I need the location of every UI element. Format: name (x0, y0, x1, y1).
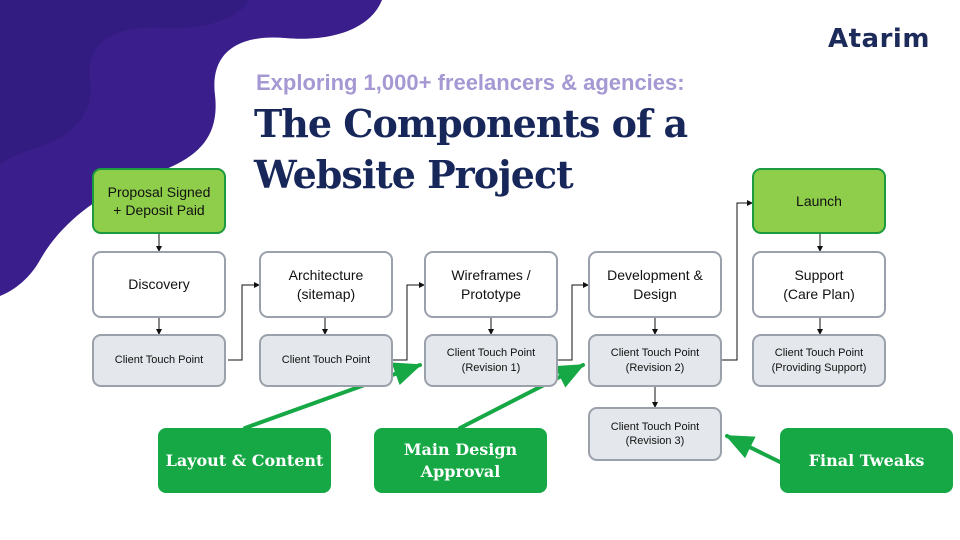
touch-point-revision-3: Client Touch Point (Revision 3) (588, 407, 722, 461)
connector-tp4-launch (721, 200, 753, 361)
decorative-blob (0, 0, 382, 296)
logo-text: Atarim (828, 24, 930, 54)
step-discovery: Discovery (92, 251, 226, 318)
connector-tp2-wireframes (393, 282, 425, 361)
step-development: Development & Design (588, 251, 722, 318)
touch-point-revision-1: Client Touch Point (Revision 1) (424, 334, 558, 387)
milestone-launch: Launch (752, 168, 886, 234)
callout-layout-content: Layout & Content (158, 428, 331, 493)
step-support: Support (Care Plan) (752, 251, 886, 318)
callout-main-design-approval: Main Design Approval (374, 428, 547, 493)
step-wireframes: Wireframes / Prototype (424, 251, 558, 318)
page-title-line-1: The Components of a (254, 101, 688, 146)
connector-tp3-development (558, 282, 589, 361)
green-arrow-design (458, 363, 585, 430)
page-title-line-2: Website Project (254, 152, 574, 197)
callout-final-tweaks: Final Tweaks (780, 428, 953, 493)
milestone-proposal: Proposal Signed + Deposit Paid (92, 168, 226, 234)
page-subtitle: Exploring 1,000+ freelancers & agencies: (256, 70, 685, 95)
touch-point-revision-2: Client Touch Point (Revision 2) (588, 334, 722, 387)
touch-point-1: Client Touch Point (92, 334, 226, 387)
atarim-logo[interactable]: Atarim (828, 22, 930, 56)
connector-tp1-architecture (228, 282, 260, 361)
touch-point-support: Client Touch Point (Providing Support) (752, 334, 886, 387)
touch-point-2: Client Touch Point (259, 334, 393, 387)
step-architecture: Architecture (sitemap) (259, 251, 393, 318)
green-arrow-tweaks (725, 434, 782, 464)
